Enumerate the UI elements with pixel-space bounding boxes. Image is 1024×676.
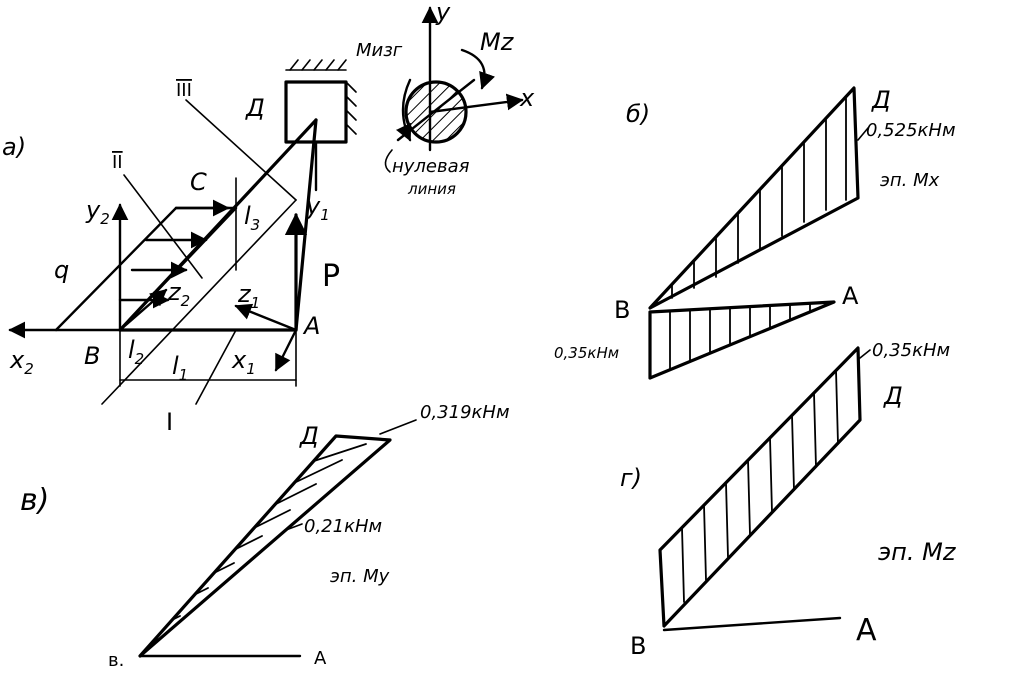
my-mid-leader bbox=[285, 523, 303, 531]
my-top-leader bbox=[379, 419, 417, 435]
node-c-label: С bbox=[190, 168, 207, 196]
panel-a-frame-scheme: а) Д q bbox=[2, 59, 357, 436]
panel-g-mz-diagram: г) Д В А 0,35кНм эп. Мz bbox=[620, 340, 957, 660]
mx-lower-hatching bbox=[669, 303, 811, 371]
member-a-c bbox=[294, 118, 318, 332]
mx-value-bottom: 0,35кНм bbox=[554, 344, 619, 362]
mz-top-leader bbox=[859, 349, 871, 359]
section-x-label: x bbox=[519, 84, 535, 112]
mz-base-line bbox=[662, 616, 842, 632]
length-l2-label: l2 bbox=[128, 336, 144, 368]
mz-area bbox=[658, 346, 862, 628]
my-node-a-label: А bbox=[314, 648, 327, 669]
axis-z2 bbox=[118, 288, 168, 332]
section-line-ii bbox=[123, 174, 203, 279]
node-a-label: А bbox=[302, 312, 320, 340]
axis-x2-label: x2 bbox=[9, 346, 34, 378]
panel-b-label: б) bbox=[626, 100, 650, 128]
mx-node-a-label: А bbox=[842, 282, 859, 310]
panel-v-my-diagram: в) Д в. А 0,319кНм 0,21кНм эп. Мy bbox=[20, 402, 510, 671]
torque-mz-arrow bbox=[460, 48, 495, 90]
section-axis-x bbox=[428, 93, 524, 114]
bending-moment-arrow bbox=[395, 78, 412, 142]
my-value-top: 0,319кНм bbox=[420, 402, 510, 423]
mx-node-b-label: В bbox=[614, 296, 630, 324]
mx-top-leader bbox=[857, 127, 869, 141]
node-b-label: В bbox=[84, 342, 100, 370]
my-diagram-name: эп. Мy bbox=[330, 566, 390, 587]
axis-z2-label: z2 bbox=[167, 278, 190, 310]
cross-section-sketch: y x Мизг Мz нулевая линия bbox=[356, 0, 535, 198]
section-iii-label: III bbox=[176, 80, 192, 101]
section-ii-label: II bbox=[112, 152, 123, 173]
my-area bbox=[138, 434, 392, 658]
axis-z1-label: z1 bbox=[237, 280, 260, 312]
bending-moment-label: Мизг bbox=[356, 40, 403, 61]
neutral-line-label-2: линия bbox=[407, 180, 456, 198]
section-line-iii bbox=[185, 99, 297, 201]
my-node-d-label: Д bbox=[299, 422, 319, 450]
torque-mz-label: Мz bbox=[480, 28, 515, 56]
mx-value-top: 0,525кНм bbox=[866, 120, 956, 141]
my-value-mid: 0,21кНм bbox=[304, 516, 382, 537]
mx-upper-hatching bbox=[671, 96, 847, 299]
mx-diagram-name: эп. Мx bbox=[880, 170, 940, 191]
panel-g-label: г) bbox=[620, 464, 642, 492]
my-node-b-label: в. bbox=[108, 650, 124, 671]
mz-diagram-name: эп. Мz bbox=[878, 538, 957, 566]
panel-v-label: в) bbox=[20, 483, 49, 518]
panel-b-mx-diagram: б) Д В А 0,525кНм 0,35кНм bbox=[554, 86, 956, 380]
dimension-lines bbox=[101, 177, 297, 405]
mz-value-top: 0,35кНм bbox=[872, 340, 950, 361]
axis-x1 bbox=[274, 328, 298, 372]
mz-hatching bbox=[681, 369, 839, 603]
node-d-label: Д bbox=[245, 94, 265, 122]
mx-lower-area bbox=[648, 300, 836, 380]
mx-upper-area bbox=[648, 86, 860, 310]
length-l1-label: l1 bbox=[172, 352, 188, 384]
force-p-label: P bbox=[322, 259, 340, 294]
mz-node-a-label: А bbox=[856, 613, 877, 648]
mz-node-b-label: В bbox=[630, 632, 646, 660]
section-i-label: I bbox=[166, 408, 173, 436]
mz-node-d-label: Д bbox=[883, 382, 903, 410]
axis-y2-label: y2 bbox=[85, 196, 110, 228]
neutral-line-leader bbox=[384, 149, 393, 173]
section-y-label: y bbox=[435, 0, 451, 26]
axis-z1 bbox=[234, 303, 298, 332]
neutral-line-label: нулевая bbox=[392, 156, 470, 177]
wall-support-d bbox=[284, 59, 357, 144]
member-front-diagonal bbox=[54, 206, 178, 332]
load-q-label: q bbox=[54, 256, 69, 284]
panel-a-label: а) bbox=[2, 133, 26, 161]
axis-y1-label: y1 bbox=[305, 192, 330, 224]
my-hatching bbox=[171, 443, 367, 621]
axis-x1-label: x1 bbox=[231, 346, 256, 378]
mx-node-d-label: Д bbox=[871, 86, 891, 114]
length-l3-label: l3 bbox=[244, 202, 260, 234]
